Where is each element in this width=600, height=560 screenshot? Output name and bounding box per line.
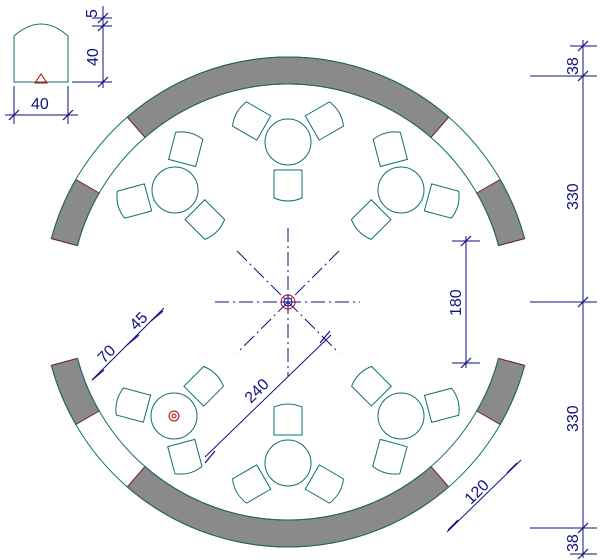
dimension-label-40-height: 40 xyxy=(85,48,102,66)
chair xyxy=(273,403,303,436)
round-table xyxy=(264,439,312,487)
dimension-label-330-top: 330 xyxy=(565,183,582,210)
dimension-label-38-bottom: 38 xyxy=(565,534,582,552)
round-table xyxy=(377,392,425,440)
dimension-label-180: 180 xyxy=(448,289,465,316)
round-table xyxy=(150,392,198,440)
ring-arc-0-outer xyxy=(50,56,526,239)
chair xyxy=(350,199,392,240)
dimension-label-45: 45 xyxy=(127,309,152,334)
table-upper-right xyxy=(350,131,460,240)
chair xyxy=(115,387,152,423)
chair xyxy=(304,101,345,141)
ring-width-dimension: 120 xyxy=(446,459,522,533)
table-lower-left xyxy=(115,365,225,475)
wall-upper-right xyxy=(476,178,526,247)
chair xyxy=(304,464,345,504)
table-upper-left xyxy=(116,131,226,240)
opening-dimension: 180 xyxy=(448,235,480,369)
ring-arc-1-outer xyxy=(50,365,526,548)
dimension-label-240: 240 xyxy=(242,376,273,407)
dimension-label-330-bottom: 330 xyxy=(565,405,582,432)
ring-arc-0-inner xyxy=(76,83,500,246)
vertical-dimension-chain: 38 330 330 38 xyxy=(530,40,597,560)
dimension-label-40-width: 40 xyxy=(31,96,49,113)
hall-inner-ring xyxy=(50,56,526,548)
dimension-label-38-top: 38 xyxy=(565,57,582,75)
round-table xyxy=(377,166,425,214)
ring-arc-1-inner xyxy=(76,358,500,521)
table-groups xyxy=(115,101,460,504)
wall-lower-right xyxy=(476,357,526,426)
table-lower-right xyxy=(351,365,460,475)
chair xyxy=(116,183,153,219)
legend-detail: 5 40 40 xyxy=(5,6,112,124)
chair xyxy=(423,183,460,219)
dimension-label-5: 5 xyxy=(84,9,101,18)
wall-upper-left xyxy=(50,178,100,247)
wall-depth-dimension: 70 45 xyxy=(91,307,165,381)
chair xyxy=(231,464,272,504)
chair xyxy=(372,131,409,168)
round-table xyxy=(264,118,312,166)
chair xyxy=(273,169,303,202)
table-top xyxy=(231,101,345,202)
table-bottom xyxy=(231,403,345,504)
chair xyxy=(167,131,204,168)
triangle-marker-icon xyxy=(34,73,48,84)
chair xyxy=(184,199,226,240)
round-table xyxy=(151,166,199,214)
chair xyxy=(231,101,272,141)
center-axes xyxy=(215,228,360,376)
chair xyxy=(167,438,203,475)
wall-lower-left xyxy=(50,357,100,426)
dimension-label-70: 70 xyxy=(95,342,120,367)
chair xyxy=(351,365,392,407)
chair xyxy=(183,365,225,407)
chair xyxy=(423,387,460,424)
dimension-label-120: 120 xyxy=(462,477,493,508)
chair-elevation-symbol xyxy=(13,23,69,83)
radius-dimension: 240 xyxy=(204,330,332,464)
chair xyxy=(372,438,408,475)
marker-point-icon xyxy=(168,410,180,422)
